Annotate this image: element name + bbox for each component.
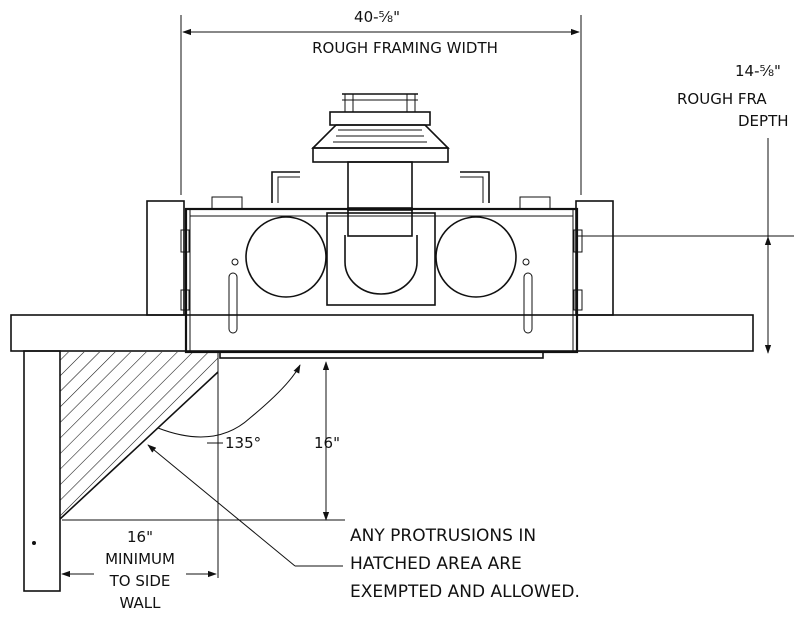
depth-label-line2: DEPTH xyxy=(738,112,789,130)
angle-indicator xyxy=(157,364,301,444)
width-label: ROUGH FRAMING WIDTH xyxy=(312,39,498,57)
side-wall-value: 16" xyxy=(127,528,153,546)
note-line2: HATCHED AREA ARE xyxy=(350,554,522,574)
side-wall-label-bg xyxy=(94,525,186,623)
side-wall-label-line2: TO SIDE xyxy=(109,572,171,590)
note-line1: ANY PROTRUSIONS IN xyxy=(350,526,536,546)
clearance-label: 16" xyxy=(314,434,340,452)
hatched-exempt-area xyxy=(59,352,219,578)
side-wall-label-line1: MINIMUM xyxy=(105,550,175,568)
depth-label-line1: ROUGH FRA xyxy=(677,90,767,108)
depth-dimension xyxy=(578,138,794,354)
fireplace-unit xyxy=(180,196,583,359)
width-dimension xyxy=(180,15,582,195)
depth-value: 14-⅝" xyxy=(735,62,781,80)
clearance-dimension xyxy=(62,361,345,521)
note-line3: EXEMPTED AND ALLOWED. xyxy=(350,582,580,602)
side-wall-label-line3: WALL xyxy=(120,594,162,612)
vent-cap xyxy=(271,93,490,237)
width-value: 40-⅝" xyxy=(354,8,400,26)
note-leader xyxy=(147,444,343,567)
angle-label: 135° xyxy=(225,434,261,452)
